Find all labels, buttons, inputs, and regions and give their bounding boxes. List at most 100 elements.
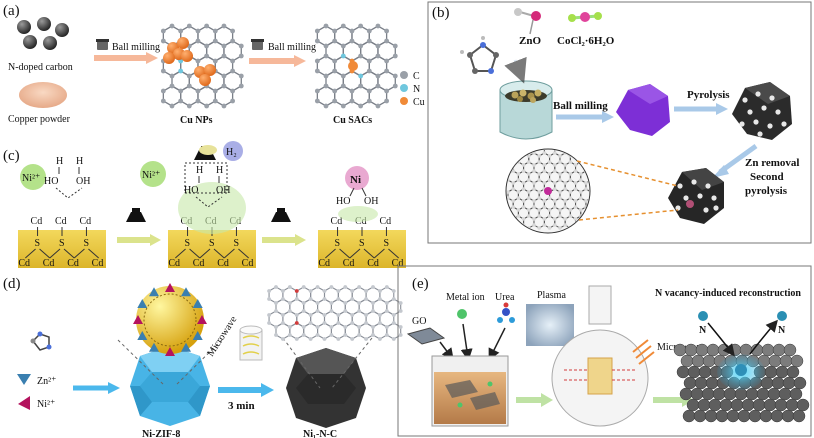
lattice-atom (584, 181, 588, 185)
black-polyhedron-2 (668, 168, 724, 224)
lattice-atom (230, 58, 236, 64)
lattice-atom (537, 196, 541, 200)
lattice-atom (349, 88, 355, 94)
surface-dot (711, 195, 717, 201)
cd-label: Cd (367, 258, 379, 269)
lattice-atom (375, 23, 381, 29)
lattice-atom (308, 321, 313, 325)
n-atom-in: N (698, 311, 708, 336)
cd-label: Cd (31, 216, 43, 227)
lattice-atom (323, 43, 329, 49)
lattice-atom (238, 53, 244, 59)
cd-label: Cd (55, 216, 67, 227)
surface-dot (677, 183, 683, 189)
lattice-sphere (779, 354, 793, 368)
lattice-atom (281, 337, 285, 341)
surface-dot (761, 105, 767, 111)
lattice-sphere (771, 376, 785, 390)
lattice-atom (364, 313, 368, 317)
lattice-atom (589, 160, 593, 164)
lattice-atom (501, 217, 505, 221)
lattice-atom (323, 73, 329, 79)
lattice-atom (542, 205, 547, 209)
lattice-atom (542, 163, 547, 167)
lattice-atom (322, 321, 327, 325)
lattice-atom (329, 285, 334, 289)
lattice-atom (314, 38, 320, 44)
lattice-atom (178, 68, 184, 74)
lattice-atom (315, 325, 320, 329)
lattice-atom (558, 196, 562, 200)
lattice-atom (169, 83, 175, 89)
lattice-atom (329, 301, 334, 305)
lattice-sphere (673, 343, 687, 357)
lattice-sphere (698, 365, 712, 379)
panel-a: (a) N-doped carbon Copper powder Ball mi… (3, 3, 425, 126)
cd-label: Cd (193, 258, 205, 269)
cage-node (192, 331, 203, 340)
lattice-atom (563, 199, 567, 203)
lattice-atom (322, 337, 327, 341)
lattice-atom (521, 187, 526, 191)
arrows-into-beaker (439, 323, 506, 361)
lattice-atom (511, 181, 515, 185)
svg-text:H: H (196, 165, 203, 176)
lattice-atom (371, 325, 375, 329)
lattice-atom (568, 208, 573, 212)
ball-milling-b-label: Ball milling (553, 100, 608, 112)
lattice-atom (384, 309, 389, 313)
lattice-atom (364, 337, 368, 341)
lattice-atom (366, 68, 372, 74)
lattice-atom (558, 190, 562, 194)
lattice-atom (537, 214, 541, 218)
lattice-atom (526, 196, 531, 200)
beaker-e (431, 355, 509, 427)
lattice-atom (552, 169, 557, 173)
cage-node (137, 331, 148, 340)
lattice-atom (378, 289, 382, 293)
lattice-atom (371, 301, 375, 305)
lattice-atom (195, 98, 201, 104)
lattice-atom (371, 285, 375, 289)
metal-ion-label: Metal ion (446, 292, 485, 303)
lattice-atom (274, 301, 278, 305)
lattice-atom (568, 214, 573, 218)
lattice-sphere (772, 343, 786, 357)
lattice-atom (547, 214, 552, 218)
lattice-atom (378, 337, 382, 341)
cd-label: Cd (18, 258, 30, 269)
lattice-atom (315, 333, 320, 337)
cd-label: Cd (92, 258, 104, 269)
lattice-atom (384, 38, 390, 44)
legend-nitrogen-marker (400, 84, 408, 92)
ball-mill-icon-1 (96, 39, 109, 50)
lattice-atom (391, 313, 396, 317)
lattice-atom (358, 53, 364, 59)
panel-b-frame (427, 1, 812, 244)
lattice-sphere (761, 343, 775, 357)
lattice-atom (238, 83, 244, 89)
cd-label: Cd (79, 216, 91, 227)
surface-dot (683, 195, 689, 201)
lattice-atom (274, 309, 278, 313)
lattice-atom (589, 214, 593, 218)
zno-label: ZnO (519, 35, 541, 47)
lattice-atom (584, 145, 588, 149)
lattice-atom (384, 58, 390, 64)
cage-node (165, 347, 175, 356)
lattice-atom (589, 178, 593, 182)
lattice-sphere (712, 387, 726, 401)
round-flask (551, 285, 649, 427)
lattice-atom (521, 151, 526, 155)
lattice-atom (221, 43, 227, 49)
lattice-atom (589, 226, 593, 230)
cocl2-molecule (568, 12, 602, 22)
surface-dot (675, 205, 681, 211)
svg-text:H₂: H₂ (226, 147, 237, 158)
lattice-atom (204, 103, 210, 109)
surface-dot (713, 205, 719, 211)
lattice-atom (573, 205, 578, 209)
lattice-atom (314, 58, 320, 64)
lattice-sphere (793, 376, 807, 390)
lattice-atom (212, 58, 218, 64)
